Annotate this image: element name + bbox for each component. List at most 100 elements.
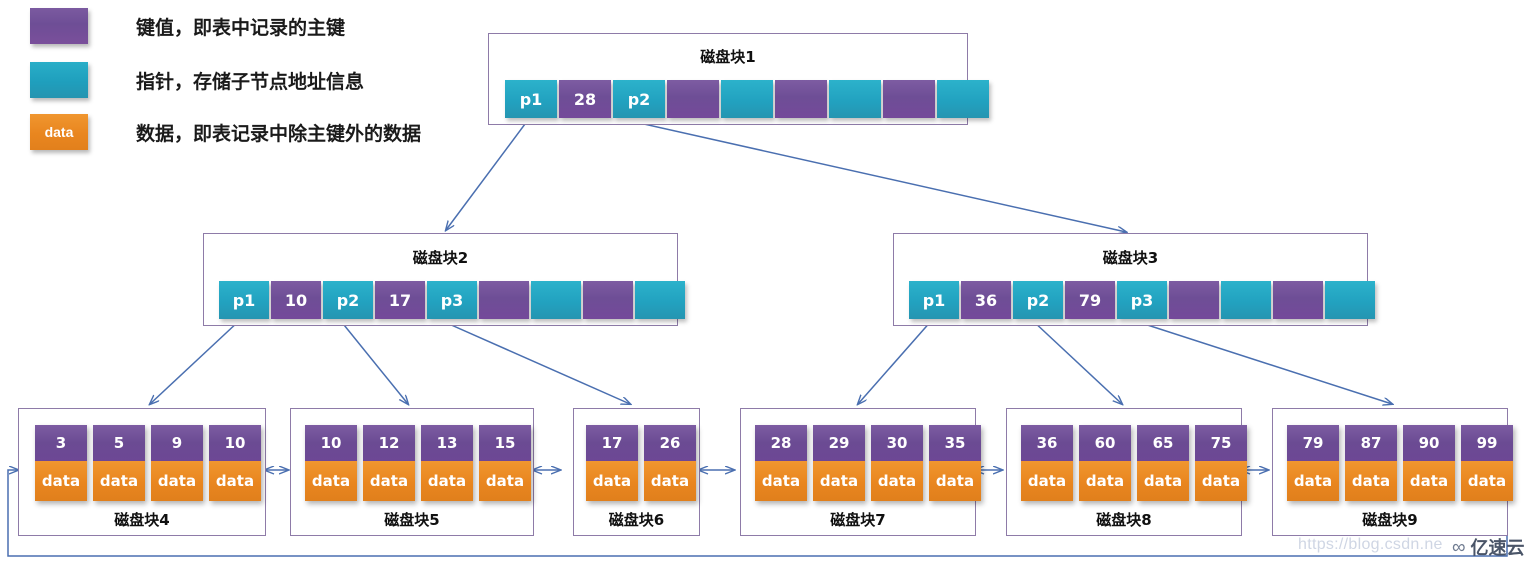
record-key: 29 <box>813 425 865 461</box>
cell-ptr-empty-2[interactable] <box>829 80 881 118</box>
cell-ptr-p3[interactable]: p3 <box>1117 281 1167 319</box>
disk-block-9-node: 79 data 87 data 90 data 99 data 磁盘块9 <box>1272 408 1513 536</box>
cell-ptr-empty-1[interactable] <box>1221 281 1271 319</box>
record-item[interactable]: 36 data <box>1021 425 1073 501</box>
cell-key-empty-1[interactable] <box>1169 281 1219 319</box>
record-data: data <box>1461 461 1513 501</box>
record-item[interactable]: 65 data <box>1137 425 1189 501</box>
cell-ptr-empty-2[interactable] <box>635 281 685 319</box>
record-key: 35 <box>929 425 981 461</box>
legend-item-pointer: 指针，存储子节点地址信息 <box>30 62 364 98</box>
cell-ptr-empty-1[interactable] <box>721 80 773 118</box>
record-data: data <box>1079 461 1131 501</box>
disk-block-6-title: 磁盘块6 <box>608 511 665 529</box>
record-item[interactable]: 10 data <box>305 425 357 501</box>
edge-root-to-block2 <box>446 119 529 230</box>
disk-block-8-node: 36 data 60 data 65 data 75 data 磁盘块8 <box>1006 408 1247 536</box>
cell-ptr-p1[interactable]: p1 <box>909 281 959 319</box>
record-data: data <box>421 461 473 501</box>
record-item[interactable]: 28 data <box>755 425 807 501</box>
record-item[interactable]: 35 data <box>929 425 981 501</box>
yisuyun-logo-text: 亿速云 <box>1470 538 1525 559</box>
record-data: data <box>813 461 865 501</box>
disk-block-7-title: 磁盘块7 <box>830 511 886 529</box>
cell-key-empty-2[interactable] <box>1273 281 1323 319</box>
legend-item-data: data 数据，即表记录中除主键外的数据 <box>30 114 421 150</box>
record-item[interactable]: 10 data <box>209 425 261 501</box>
record-item[interactable]: 3 data <box>35 425 87 501</box>
disk-block-9-title: 磁盘块9 <box>1362 511 1418 529</box>
record-data: data <box>479 461 531 501</box>
disk-block-5-node: 10 data 12 data 13 data 15 data 磁盘块5 <box>290 408 534 536</box>
record-data: data <box>1021 461 1073 501</box>
record-key: 79 <box>1287 425 1339 461</box>
data-color-swatch: data <box>30 114 88 150</box>
record-key: 15 <box>479 425 531 461</box>
disk-block-1-node: 磁盘块1 p1 28 p2 <box>488 33 989 125</box>
record-key: 5 <box>93 425 145 461</box>
record-data: data <box>586 461 638 501</box>
record-item[interactable]: 29 data <box>813 425 865 501</box>
cell-ptr-p1[interactable]: p1 <box>505 80 557 118</box>
record-data: data <box>209 461 261 501</box>
disk-block-4-title: 磁盘块4 <box>114 511 170 529</box>
record-item[interactable]: 5 data <box>93 425 145 501</box>
yisuyun-watermark: ∞ 亿速云 <box>1452 534 1525 560</box>
cell-key-empty-2[interactable] <box>583 281 633 319</box>
disk-block-7-node: 28 data 29 data 30 data 35 data 磁盘块7 <box>740 408 981 536</box>
record-key: 30 <box>871 425 923 461</box>
cell-ptr-empty-3[interactable] <box>937 80 989 118</box>
cell-key-10[interactable]: 10 <box>271 281 321 319</box>
record-key: 60 <box>1079 425 1131 461</box>
disk-block-5-records: 10 data 12 data 13 data 15 data <box>305 425 531 501</box>
cell-ptr-empty-2[interactable] <box>1325 281 1375 319</box>
record-key: 10 <box>209 425 261 461</box>
record-data: data <box>305 461 357 501</box>
disk-block-8-title: 磁盘块8 <box>1096 511 1152 529</box>
cell-ptr-empty-1[interactable] <box>531 281 581 319</box>
record-item[interactable]: 26 data <box>644 425 696 501</box>
cell-ptr-p2[interactable]: p2 <box>1013 281 1063 319</box>
record-key: 99 <box>1461 425 1513 461</box>
disk-block-4-node: 3 data 5 data 9 data 10 data 磁盘块4 <box>18 408 266 536</box>
cell-key-empty-1[interactable] <box>667 80 719 118</box>
disk-block-2-cells: p1 10 p2 17 p3 <box>219 281 685 319</box>
cell-ptr-p3[interactable]: p3 <box>427 281 477 319</box>
legend-item-key: 键值，即表中记录的主键 <box>30 8 345 44</box>
legend-label-pointer: 指针，存储子节点地址信息 <box>136 70 365 93</box>
cell-ptr-p2[interactable]: p2 <box>323 281 373 319</box>
pointer-color-swatch <box>30 62 88 98</box>
record-item[interactable]: 87 data <box>1345 425 1397 501</box>
cell-key-empty-3[interactable] <box>883 80 935 118</box>
cell-ptr-p2[interactable]: p2 <box>613 80 665 118</box>
record-item[interactable]: 60 data <box>1079 425 1131 501</box>
record-item[interactable]: 99 data <box>1461 425 1513 501</box>
cell-key-36[interactable]: 36 <box>961 281 1011 319</box>
cell-key-empty-2[interactable] <box>775 80 827 118</box>
record-item[interactable]: 15 data <box>479 425 531 501</box>
record-item[interactable]: 12 data <box>363 425 415 501</box>
cell-key-79[interactable]: 79 <box>1065 281 1115 319</box>
cell-ptr-p1[interactable]: p1 <box>219 281 269 319</box>
cell-key-17[interactable]: 17 <box>375 281 425 319</box>
record-item[interactable]: 17 data <box>586 425 638 501</box>
record-data: data <box>644 461 696 501</box>
record-key: 36 <box>1021 425 1073 461</box>
cell-key-28[interactable]: 28 <box>559 80 611 118</box>
cell-key-empty-1[interactable] <box>479 281 529 319</box>
record-item[interactable]: 75 data <box>1195 425 1247 501</box>
edge-block3-to-leaf8 <box>1031 319 1122 404</box>
record-key: 3 <box>35 425 87 461</box>
record-data: data <box>151 461 203 501</box>
record-item[interactable]: 79 data <box>1287 425 1339 501</box>
record-item[interactable]: 9 data <box>151 425 203 501</box>
record-data: data <box>1345 461 1397 501</box>
record-item[interactable]: 90 data <box>1403 425 1455 501</box>
record-key: 26 <box>644 425 696 461</box>
disk-block-6-node: 17 data 26 data 磁盘块6 <box>573 408 700 536</box>
record-key: 65 <box>1137 425 1189 461</box>
record-data: data <box>93 461 145 501</box>
record-item[interactable]: 30 data <box>871 425 923 501</box>
record-item[interactable]: 13 data <box>421 425 473 501</box>
